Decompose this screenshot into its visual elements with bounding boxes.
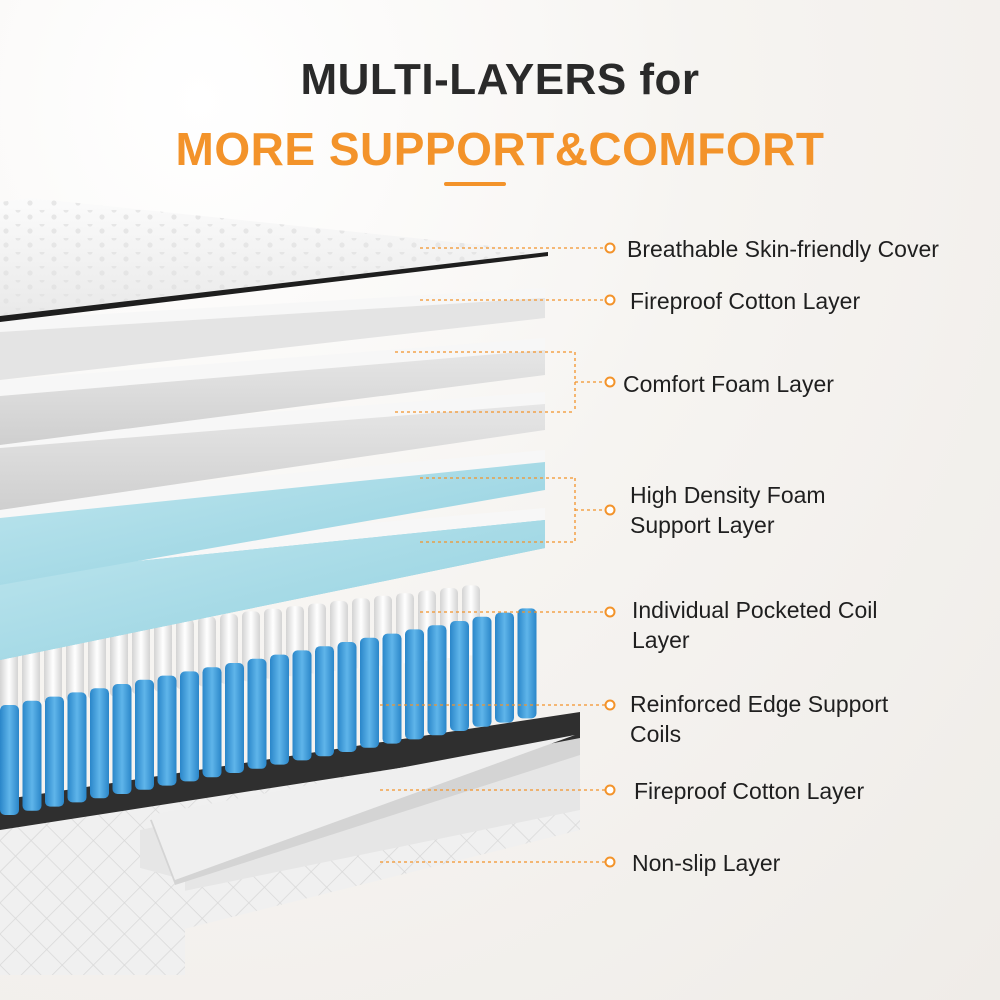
coil-blue (315, 646, 334, 757)
coil-blue (67, 692, 87, 803)
coil-blue (225, 663, 244, 773)
coil-blue (202, 667, 222, 778)
coil-blue (180, 671, 199, 782)
leader-dot (604, 242, 616, 254)
coil-white (154, 621, 172, 692)
coil-blue (382, 633, 402, 744)
coil-blue (157, 675, 177, 786)
fireproof-cotton-bottom (150, 735, 580, 885)
coil-blue (22, 700, 42, 811)
coil-white (110, 627, 128, 697)
coil-white (132, 624, 150, 695)
coil-blue (0, 705, 19, 815)
coil-blue (427, 625, 447, 736)
callout-leaders (380, 242, 616, 868)
label-high-density-foam-line2: Support Layer (630, 512, 775, 538)
pocketed-coil-layer (0, 585, 537, 815)
coil-blue (517, 608, 537, 719)
high-density-foam-upper (0, 450, 545, 585)
coil-blue (247, 658, 267, 769)
label-pocketed-coil: Individual Pocketed Coil Layer (632, 595, 877, 655)
label-fireproof-cotton-bottom: Fireproof Cotton Layer (634, 778, 865, 804)
coil-blue (337, 642, 357, 752)
headline-line-2: MORE SUPPORT&COMFORT (175, 123, 825, 175)
label-high-density-foam: High Density Foam Support Layer (630, 480, 826, 540)
leader-dot (604, 294, 616, 306)
coil-blue (135, 679, 154, 790)
coil-blue (292, 650, 312, 761)
label-pocketed-coil-line1: Individual Pocketed Coil (632, 597, 878, 623)
coil-white (44, 634, 62, 705)
label-edge-support-line2: Coils (630, 721, 682, 747)
coil-blue (112, 684, 132, 794)
coil-blue (450, 621, 469, 731)
leader-dot (604, 856, 616, 868)
label-edge-support: Reinforced Edge Support Coils (630, 689, 888, 749)
coil-blue (405, 629, 424, 740)
coil-blue (90, 688, 109, 799)
breathable-cover (0, 198, 548, 322)
coil-blue (270, 654, 289, 765)
label-comfort-foam: Comfort Foam Layer (623, 371, 834, 397)
coil-blue (360, 637, 379, 748)
leader-dot (604, 784, 616, 796)
coil-blue (495, 612, 514, 723)
label-high-density-foam-line1: High Density Foam (630, 482, 826, 508)
fireproof-cotton-top (0, 288, 545, 380)
coil-blue (472, 616, 492, 727)
comfort-foam-lower (0, 392, 545, 510)
label-breathable-cover: Breathable Skin-friendly Cover (627, 236, 939, 262)
headline-line-1: MULTI-LAYERS for (300, 55, 700, 104)
leader-dot (604, 606, 616, 618)
coil-white (88, 629, 106, 700)
headline-underline (444, 182, 506, 186)
leader-dot (604, 376, 616, 388)
label-non-slip: Non-slip Layer (632, 850, 781, 876)
label-pocketed-coil-line2: Layer (632, 627, 690, 653)
label-edge-support-line1: Reinforced Edge Support (630, 691, 889, 717)
coil-white (22, 637, 40, 708)
label-fireproof-cotton-top: Fireproof Cotton Layer (630, 288, 861, 314)
leader-dot (604, 504, 616, 516)
coil-white (66, 632, 84, 703)
leader-dot (604, 699, 616, 711)
coil-blue (45, 696, 64, 807)
